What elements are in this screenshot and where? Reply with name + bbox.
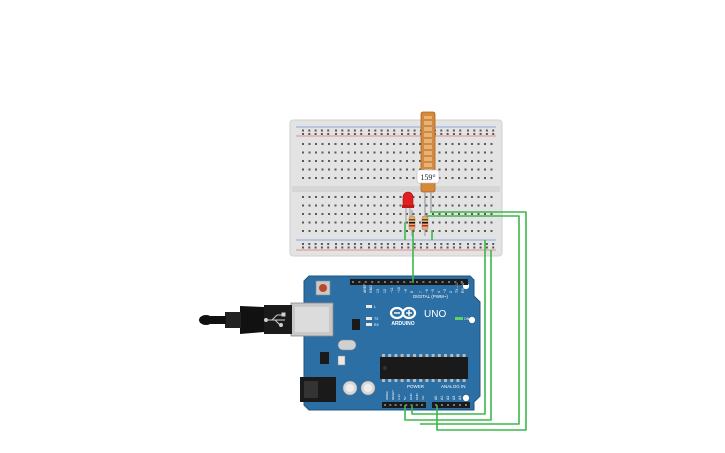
power-on-led: ON <box>455 317 470 321</box>
svg-text:TX→1: TX→1 <box>455 283 459 293</box>
svg-text:A2: A2 <box>446 396 450 400</box>
svg-text:A4: A4 <box>458 396 462 400</box>
arduino-uno-board[interactable]: DIGITAL (PWM~) AREF GND 13 12 ~11 ~10 ~9… <box>290 275 481 411</box>
breadboard[interactable] <box>289 119 503 257</box>
flex-sensor-reading-label: 159° <box>416 169 440 184</box>
svg-text:A1: A1 <box>440 396 444 400</box>
wire-gnd-rail-to-arduino-gnd <box>411 240 486 415</box>
svg-text:TX: TX <box>374 317 379 321</box>
svg-text:GND: GND <box>415 393 419 401</box>
svg-text:ARDUINO: ARDUINO <box>391 321 414 327</box>
svg-text:~9: ~9 <box>404 289 408 293</box>
svg-text:RX: RX <box>374 323 380 327</box>
arduino-logo: ARDUINO <box>389 306 417 327</box>
usb-icon <box>264 312 286 327</box>
svg-text:~6: ~6 <box>425 289 429 293</box>
digital-header-label: DIGITAL (PWM~) <box>413 294 448 299</box>
status-leds: L TX RX <box>366 305 380 327</box>
capacitors <box>342 380 376 396</box>
svg-text:ON: ON <box>464 317 470 321</box>
svg-text:RX←0: RX←0 <box>461 283 465 293</box>
svg-text:13: 13 <box>376 289 380 293</box>
wire-5v-rail-to-arduino-5v <box>404 250 492 421</box>
svg-text:A3: A3 <box>452 396 456 400</box>
svg-text:159°: 159° <box>420 173 435 182</box>
wire-sensor-to-5v <box>420 215 520 425</box>
svg-text:7: 7 <box>419 291 423 293</box>
svg-text:GND: GND <box>409 393 413 401</box>
power-jack[interactable] <box>300 377 336 402</box>
svg-text:~11: ~11 <box>390 287 394 293</box>
usb-port[interactable] <box>290 302 334 337</box>
power-header-label: POWER <box>407 384 425 389</box>
power-header[interactable] <box>382 402 426 408</box>
svg-text:A0: A0 <box>434 396 438 400</box>
svg-text:8: 8 <box>410 291 414 293</box>
atmega-chip <box>380 354 468 382</box>
usb-cable[interactable] <box>199 305 292 334</box>
svg-text:A5: A5 <box>464 396 468 400</box>
svg-text:GND: GND <box>369 285 373 293</box>
red-led[interactable] <box>402 191 414 222</box>
svg-text:2: 2 <box>449 291 453 293</box>
svg-text:AREF: AREF <box>363 284 367 293</box>
svg-text:~3: ~3 <box>443 289 447 293</box>
terminal-strip <box>302 143 493 232</box>
resistor-sensor[interactable] <box>421 210 429 236</box>
wires[interactable] <box>404 211 527 431</box>
reset-button[interactable] <box>315 280 331 296</box>
svg-text:3.3V: 3.3V <box>397 394 401 400</box>
analog-header[interactable] <box>432 402 470 408</box>
svg-text:L: L <box>374 305 376 309</box>
svg-text:~5: ~5 <box>431 289 435 293</box>
svg-text:12: 12 <box>383 289 387 293</box>
digital-header[interactable] <box>350 279 468 285</box>
resistor-led[interactable] <box>408 210 416 236</box>
svg-text:4: 4 <box>437 291 441 293</box>
svg-text:~10: ~10 <box>397 287 401 293</box>
wire-sensor-to-a0 <box>430 211 527 431</box>
analog-header-label: ANALOG IN <box>441 384 466 389</box>
board-model-label: UNO <box>424 309 446 320</box>
svg-text:5V: 5V <box>403 396 407 400</box>
svg-text:IOREF: IOREF <box>385 391 389 400</box>
power-rail-bottom <box>302 243 495 249</box>
svg-text:RESET: RESET <box>391 390 395 400</box>
svg-text:Vin: Vin <box>421 395 425 400</box>
